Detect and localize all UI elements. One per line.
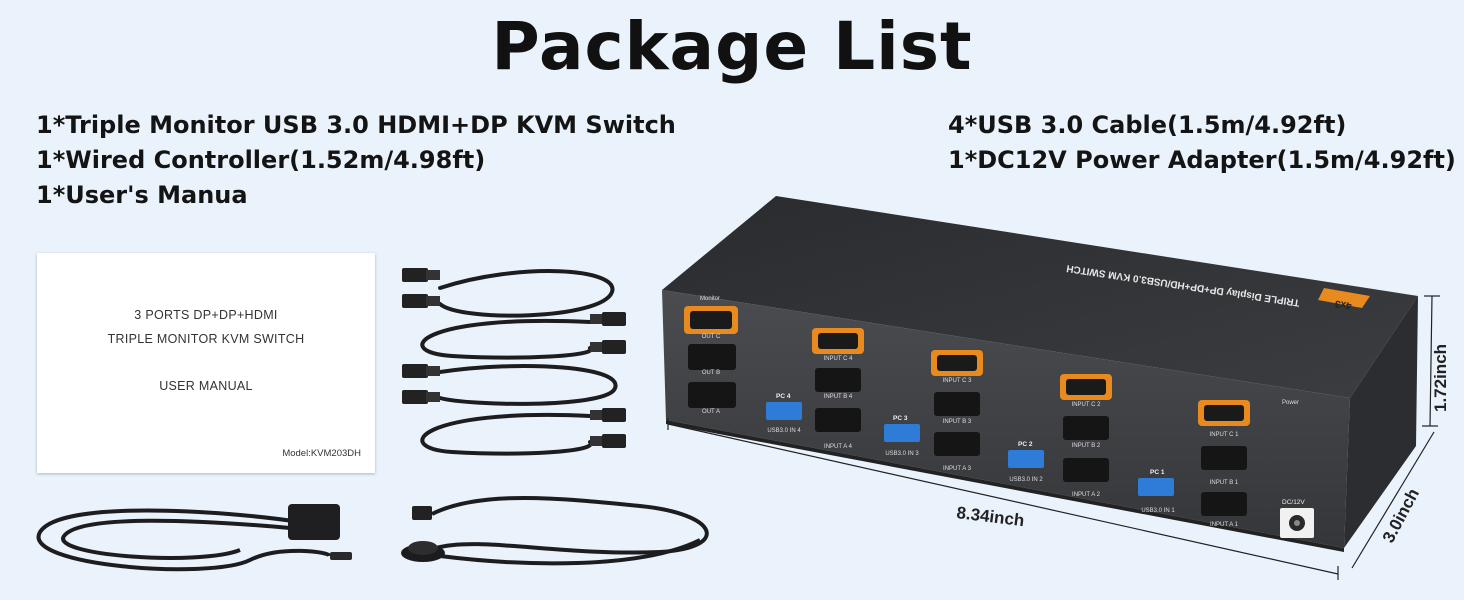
svg-text:INPUT A 1: INPUT A 1 (1210, 522, 1239, 528)
svg-text:USB3.0 IN 1: USB3.0 IN 1 (1141, 508, 1175, 514)
svg-text:USB3.0 IN 2: USB3.0 IN 2 (1009, 477, 1043, 483)
dimension-height: 1.72inch (1431, 344, 1450, 412)
package-item: 1*Wired Controller(1.52m/4.98ft) (36, 146, 486, 174)
usb-cable-loop (420, 318, 593, 360)
svg-text:INPUT C 3: INPUT C 3 (943, 378, 973, 384)
package-list-left: 1*Triple Monitor USB 3.0 HDMI+DP KVM Swi… (36, 108, 676, 213)
svg-text:DC/12V: DC/12V (1282, 499, 1305, 506)
package-item: 4*USB 3.0 Cable(1.5m/4.92ft) (948, 111, 1347, 139)
dimension-width: 8.34inch (956, 503, 1026, 530)
svg-text:PC 3: PC 3 (893, 415, 908, 422)
svg-text:INPUT C 2: INPUT C 2 (1072, 402, 1102, 408)
usb-cable-loop (438, 364, 618, 406)
output-ports: Monitor OUT C OUT B OUT A (684, 296, 738, 415)
power-port: Power DC/12V (1280, 400, 1314, 538)
usb-cable-loop (420, 413, 593, 456)
user-manual-booklet: 3 PORTS DP+DP+HDMI TRIPLE MONITOR KVM SW… (37, 253, 375, 473)
svg-text:INPUT A 3: INPUT A 3 (943, 466, 972, 472)
svg-text:INPUT C 1: INPUT C 1 (1210, 432, 1240, 438)
pc-port-group: INPUT C 2 INPUT B 2 INPUT A 2 PC 2 USB3.… (1008, 374, 1112, 498)
svg-text:Monitor: Monitor (700, 296, 720, 302)
device-badge: 4x3 (1318, 288, 1370, 311)
svg-text:USB3.0 IN 3: USB3.0 IN 3 (885, 451, 919, 457)
pc-port-group: INPUT C 3 INPUT B 3 INPUT A 3 PC 3 USB3.… (884, 350, 983, 472)
dimension-depth: 3.0inch (1379, 485, 1423, 546)
svg-text:INPUT B 3: INPUT B 3 (943, 419, 972, 425)
usb-cables (420, 269, 618, 456)
pc-port-group: INPUT C 1 INPUT B 1 INPUT A 1 PC 1 USB3.… (1138, 400, 1250, 528)
wired-controller (401, 496, 709, 566)
manual-line: 3 PORTS DP+DP+HDMI (134, 308, 278, 322)
kvm-switch-device (662, 196, 1418, 552)
svg-text:OUT B: OUT B (702, 370, 720, 376)
manual-model: Model:KVM203DH (282, 448, 361, 459)
dimension-lines (667, 295, 1440, 580)
svg-text:INPUT B 1: INPUT B 1 (1210, 480, 1239, 486)
svg-text:OUT A: OUT A (702, 409, 720, 415)
manual-line: USER MANUAL (159, 379, 253, 393)
svg-text:INPUT A 4: INPUT A 4 (824, 444, 853, 450)
svg-text:INPUT B 4: INPUT B 4 (824, 394, 853, 400)
svg-text:PC 2: PC 2 (1018, 441, 1033, 448)
page-title: Package List (491, 8, 973, 85)
package-item: 1*DC12V Power Adapter(1.5m/4.92ft) (948, 146, 1456, 174)
svg-text:4x3: 4x3 (1334, 298, 1353, 311)
package-item: 1*Triple Monitor USB 3.0 HDMI+DP KVM Swi… (36, 111, 676, 139)
usb-cable-loop (438, 269, 615, 318)
svg-text:PC 1: PC 1 (1150, 469, 1165, 476)
power-adapter (36, 504, 352, 572)
usb-connectors (402, 268, 626, 448)
svg-text:USB3.0 IN 4: USB3.0 IN 4 (767, 428, 801, 434)
svg-text:OUT C: OUT C (702, 334, 721, 340)
pc-port-group: INPUT C 4 INPUT B 4 INPUT A 4 PC 4 USB3.… (766, 328, 864, 450)
svg-text:PC 4: PC 4 (776, 393, 791, 400)
manual-line: TRIPLE MONITOR KVM SWITCH (107, 332, 305, 346)
svg-text:INPUT A 2: INPUT A 2 (1072, 492, 1101, 498)
svg-text:Power: Power (1282, 400, 1299, 406)
svg-text:INPUT B 2: INPUT B 2 (1072, 443, 1101, 449)
package-item: 1*User's Manua (36, 181, 248, 209)
svg-text:INPUT C 4: INPUT C 4 (824, 356, 854, 362)
package-list-right: 4*USB 3.0 Cable(1.5m/4.92ft) 1*DC12V Pow… (948, 108, 1456, 178)
